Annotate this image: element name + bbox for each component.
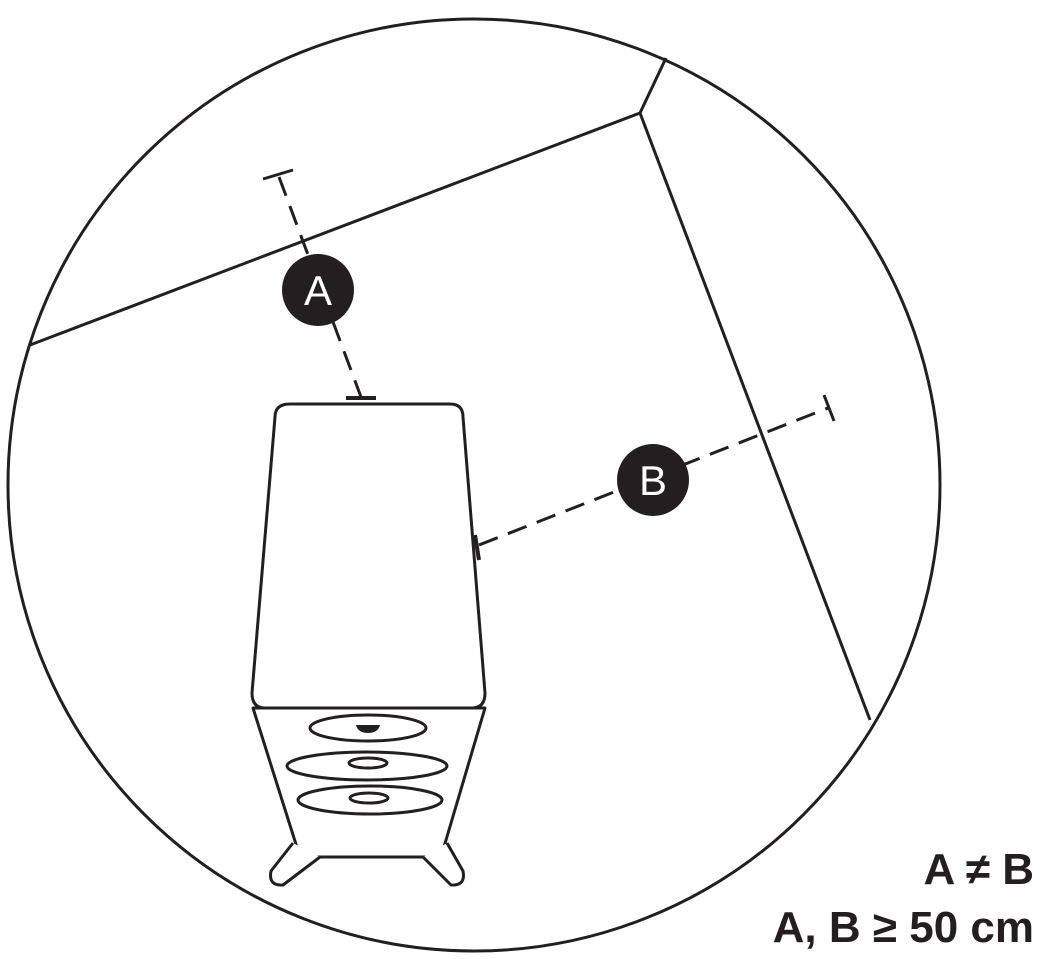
- device-controls: [285, 713, 449, 816]
- corner-line: [638, 57, 668, 114]
- room-view-circle: [6, 17, 942, 953]
- distance-a-dimension: [262, 168, 376, 400]
- right-leg: [421, 842, 465, 887]
- control-ring-middle: [285, 750, 449, 782]
- device-top-surface: [250, 402, 487, 710]
- room-walls: [29, 57, 872, 721]
- distance-requirements: A ≠ B A, B ≥ 50 cm: [773, 841, 1034, 957]
- control-ring-bottom-hub: [348, 791, 390, 805]
- distance-b-end-tick: [822, 394, 836, 422]
- marker-b-badge: [617, 444, 689, 516]
- control-ring-middle-hub: [347, 756, 389, 770]
- marker-b-label: B: [639, 457, 667, 504]
- side-wall-line: [638, 112, 872, 721]
- distance-a-dashed-line: [277, 176, 363, 398]
- distance-a-end-tick: [262, 168, 294, 181]
- rule-minimum-distance: A, B ≥ 50 cm: [772, 903, 1034, 952]
- rule-not-equal: A ≠ B: [923, 845, 1034, 894]
- indicator-notch-icon: [356, 725, 380, 733]
- distance-b-start-tick: [473, 534, 481, 561]
- control-ring-top: [308, 713, 428, 743]
- marker-a: A: [282, 254, 354, 326]
- marker-a-badge: [282, 254, 354, 326]
- left-leg: [269, 842, 321, 887]
- back-wall-line: [29, 111, 641, 347]
- marker-a-label: A: [304, 267, 332, 314]
- marker-b: B: [617, 444, 689, 516]
- device-legs: [269, 842, 465, 887]
- control-ring-bottom: [296, 784, 444, 816]
- device-illustration: [250, 402, 487, 887]
